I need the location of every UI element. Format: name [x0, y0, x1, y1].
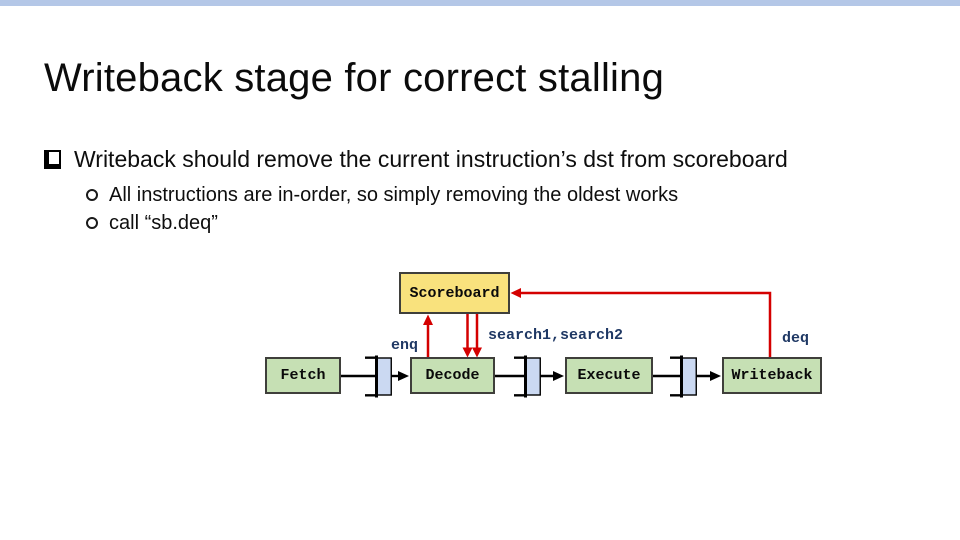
deq-arrow — [510, 288, 772, 357]
deq-arrow-label: deq — [782, 330, 810, 347]
search-arrow-label: search1,search2 — [488, 327, 624, 344]
stage-decode: Decode — [410, 357, 495, 394]
shadowed-square-bullet-icon — [44, 150, 61, 169]
enq-arrow — [423, 314, 433, 358]
search-arrows — [462, 314, 482, 358]
bullet-sub-2: call “sb.deq” — [86, 212, 218, 235]
enq-arrow-label: enq — [391, 337, 419, 354]
bullet-sub-1: All instructions are in-order, so simply… — [86, 184, 678, 207]
stage-writeback: Writeback — [722, 357, 822, 394]
bullet-main: Writeback should remove the current inst… — [44, 146, 788, 173]
slide-top-accent-bar — [0, 0, 960, 6]
scoreboard-label: Scoreboard — [409, 284, 500, 302]
circle-bullet-icon — [86, 217, 98, 229]
circle-bullet-icon — [86, 189, 98, 201]
stage-label: Execute — [577, 367, 641, 384]
stage-label: Writeback — [731, 367, 813, 384]
stage-execute: Execute — [565, 357, 653, 394]
pipeline-register-icon — [365, 355, 697, 398]
stage-label: Fetch — [280, 367, 326, 384]
bullet-sub-1-text: All instructions are in-order, so simply… — [109, 184, 679, 206]
stage-connector-arrows — [341, 371, 721, 381]
stage-label: Decode — [425, 367, 480, 384]
stage-fetch: Fetch — [265, 357, 341, 394]
bullet-main-text: Writeback should remove the current inst… — [74, 146, 788, 172]
slide-title: Writeback stage for correct stalling — [44, 56, 665, 100]
scoreboard-box: Scoreboard — [399, 272, 510, 314]
bullet-sub-2-text: call “sb.deq” — [109, 212, 218, 234]
